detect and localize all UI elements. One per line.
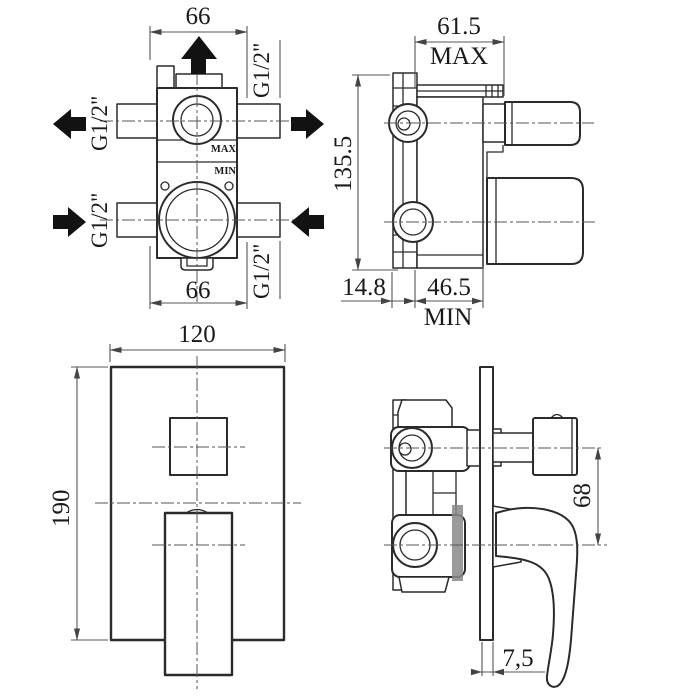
screw-right <box>224 181 234 191</box>
dim-plate-thickness-label: 7,5 <box>502 645 533 672</box>
lever-handle-side <box>495 507 579 688</box>
dim-width-bottom-label: 66 <box>186 277 211 304</box>
flow-arrow-left-out-icon <box>53 109 86 139</box>
wall-plate-side <box>479 366 494 641</box>
dim-protrusion-max-word: MAX <box>430 43 488 70</box>
body-mark-max: MAX <box>211 144 236 155</box>
body-mark-min: MIN <box>214 166 236 177</box>
dim-protrusion-min-label: 46.5 <box>427 274 471 301</box>
dim-height-label: 135.5 <box>330 136 357 192</box>
flow-arrow-right-in-icon <box>291 207 324 237</box>
lower-outlet-pipe <box>486 177 584 265</box>
lever-handle-front <box>163 511 234 677</box>
dim-protrusion-min-word: MIN <box>424 304 473 331</box>
flow-arrow-right-out-icon <box>291 109 324 139</box>
body-step <box>486 145 504 178</box>
dim-plate-width-label: 120 <box>178 321 216 348</box>
upper-cartridge-pin <box>398 442 412 456</box>
dim-arrowhead <box>381 297 392 305</box>
view-trim-front: 120 190 <box>48 321 301 689</box>
view-valve-front: MAX MIN 66 66 G1/2" G1/2" G1/2" G1/2" <box>53 3 324 309</box>
handle-pivot-arc <box>185 508 209 514</box>
body-bottom-flange <box>398 576 450 593</box>
dim-plate-height-label: 190 <box>48 490 75 528</box>
shaded-channel <box>452 505 463 581</box>
dim-arrowhead <box>415 297 426 305</box>
upper-port-pin <box>397 117 411 131</box>
dim-axis-spacing-label: 68 <box>569 483 596 508</box>
thread-label-upper-right: G1/2" <box>249 43 274 98</box>
knob-top-bump <box>550 413 564 419</box>
dim-width-top-label: 66 <box>186 3 211 30</box>
ext-lines <box>481 642 494 676</box>
top-flange-detail <box>417 85 503 97</box>
flow-arrow-up-icon <box>181 36 217 74</box>
ext-lines <box>352 74 398 271</box>
flow-arrow-left-in-icon <box>53 207 86 237</box>
view-valve-side: 61.5 MAX 135.5 14.8 46.5 MIN <box>330 13 596 331</box>
screw-left <box>160 181 170 191</box>
thread-label-lower-left: G1/2" <box>87 193 112 248</box>
dim-arrowhead <box>471 668 482 676</box>
diverter-knob <box>532 417 578 476</box>
view-trim-side: 68 7,5 <box>384 366 607 688</box>
thread-label-upper-left: G1/2" <box>87 96 112 151</box>
dim-arrowhead <box>493 668 504 676</box>
valve-top-ear <box>156 65 175 89</box>
valve-top-cap <box>175 73 223 89</box>
valve-body-side <box>416 96 484 269</box>
dim-protrusion-max-label: 61.5 <box>437 13 481 40</box>
thread-label-lower-right: G1/2" <box>249 244 274 299</box>
dim-arrowhead <box>472 297 483 305</box>
dim-bracket-depth-label: 14.8 <box>342 274 386 301</box>
dim-arrowhead <box>404 297 415 305</box>
body-top-cap <box>397 399 453 428</box>
